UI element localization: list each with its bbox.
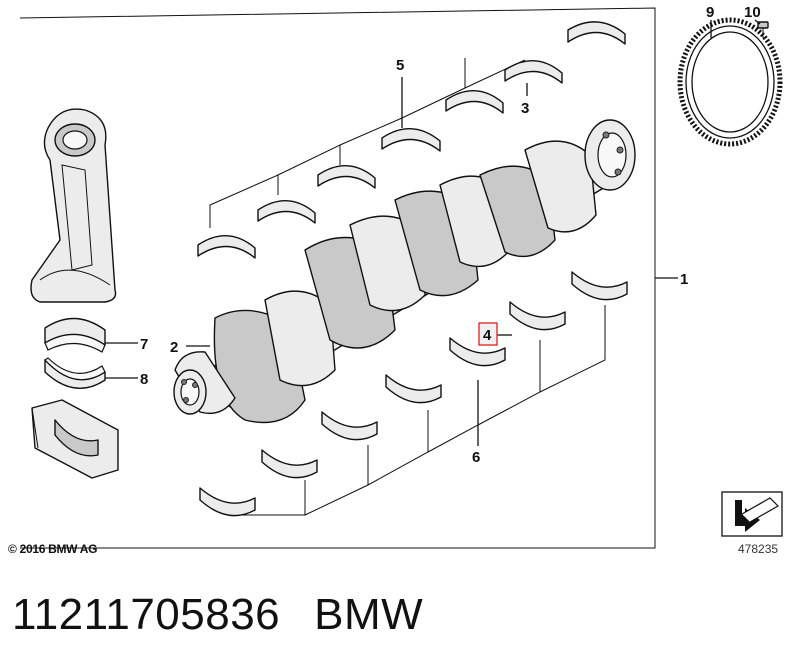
lower-main-bearing-shells bbox=[199, 271, 628, 517]
callout-4: 4 bbox=[483, 327, 492, 344]
crankshaft-illustration bbox=[173, 119, 636, 424]
diagram-reference-number: 478235 bbox=[738, 542, 779, 556]
direction-arrow-icon bbox=[721, 491, 783, 537]
callout-4-highlight bbox=[478, 322, 498, 346]
upper-main-bearing-shells bbox=[197, 21, 626, 259]
bolt-illustration bbox=[757, 21, 769, 38]
conrod-bearing-shell-upper bbox=[44, 317, 106, 353]
callout-1: 1 bbox=[680, 271, 688, 288]
callout-2: 2 bbox=[170, 339, 178, 356]
connecting-rod-illustration bbox=[30, 108, 117, 303]
crankshaft-parts-diagram: 1 2 3 4 5 6 7 8 9 10 bbox=[19, 4, 783, 549]
callout-7: 7 bbox=[140, 336, 148, 353]
trigger-gear-ring bbox=[677, 17, 783, 147]
callout-6: 6 bbox=[472, 449, 480, 466]
callout-9: 9 bbox=[706, 4, 714, 21]
part-number: 11211705836 bbox=[12, 590, 281, 639]
bearing-cap-illustration bbox=[31, 399, 119, 479]
callout-8: 8 bbox=[140, 371, 148, 388]
brand-name: BMW bbox=[314, 590, 424, 639]
callout-10: 10 bbox=[744, 4, 761, 21]
callout-3: 3 bbox=[521, 100, 529, 117]
part-caption: 11211705836 BMW bbox=[12, 590, 423, 640]
callout-5: 5 bbox=[396, 57, 404, 74]
copyright-notice: © 2016 BMW AG bbox=[8, 542, 98, 556]
conrod-bearing-shell-lower bbox=[44, 357, 106, 389]
